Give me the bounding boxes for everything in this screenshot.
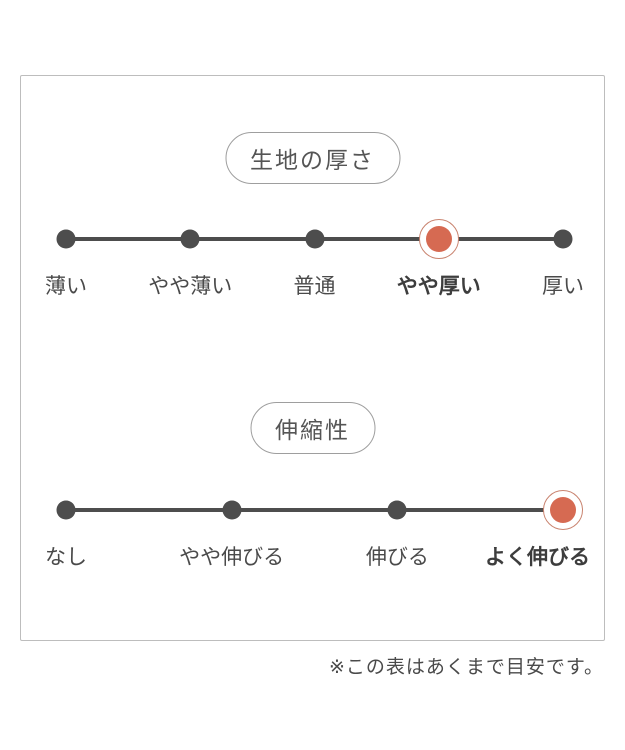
scale-label: やや伸びる [179, 546, 285, 569]
scale-label: やや薄い [148, 275, 233, 298]
selected-marker-ring [418, 219, 459, 259]
thickness-title-pill: 生地の厚さ [225, 132, 400, 184]
scale-dot [56, 500, 76, 520]
scale-label: 厚い [542, 275, 584, 298]
thickness-title: 生地の厚さ [250, 147, 375, 173]
scale-label: 薄い [45, 275, 87, 298]
stretch-title-pill: 伸縮性 [250, 402, 375, 454]
scale-label: なし [45, 546, 87, 569]
scale-line [66, 508, 563, 512]
disclaimer-text: ※この表はあくまで目安です。 [328, 657, 604, 678]
scale-label: 伸びる [365, 546, 429, 569]
selected-marker-dot [550, 497, 576, 523]
selected-marker-dot [425, 226, 452, 252]
stretch-title: 伸縮性 [275, 417, 350, 443]
scale-label: 普通 [293, 275, 336, 298]
scale-dot [56, 229, 76, 249]
selected-marker-ring [543, 490, 583, 530]
scale-dot [180, 229, 200, 249]
scale-dot [305, 229, 324, 249]
scale-label-selected: よく伸びる [485, 546, 590, 569]
scale-dot [553, 229, 573, 249]
spec-chart-box: 生地の厚さ 薄い やや薄い 普通 やや厚い 厚い 伸縮性 なし やや伸びる 伸びる よく伸びる [20, 75, 605, 641]
scale-dot [222, 500, 242, 520]
scale-label-selected: やや厚い [396, 275, 481, 298]
scale-dot [387, 500, 407, 520]
